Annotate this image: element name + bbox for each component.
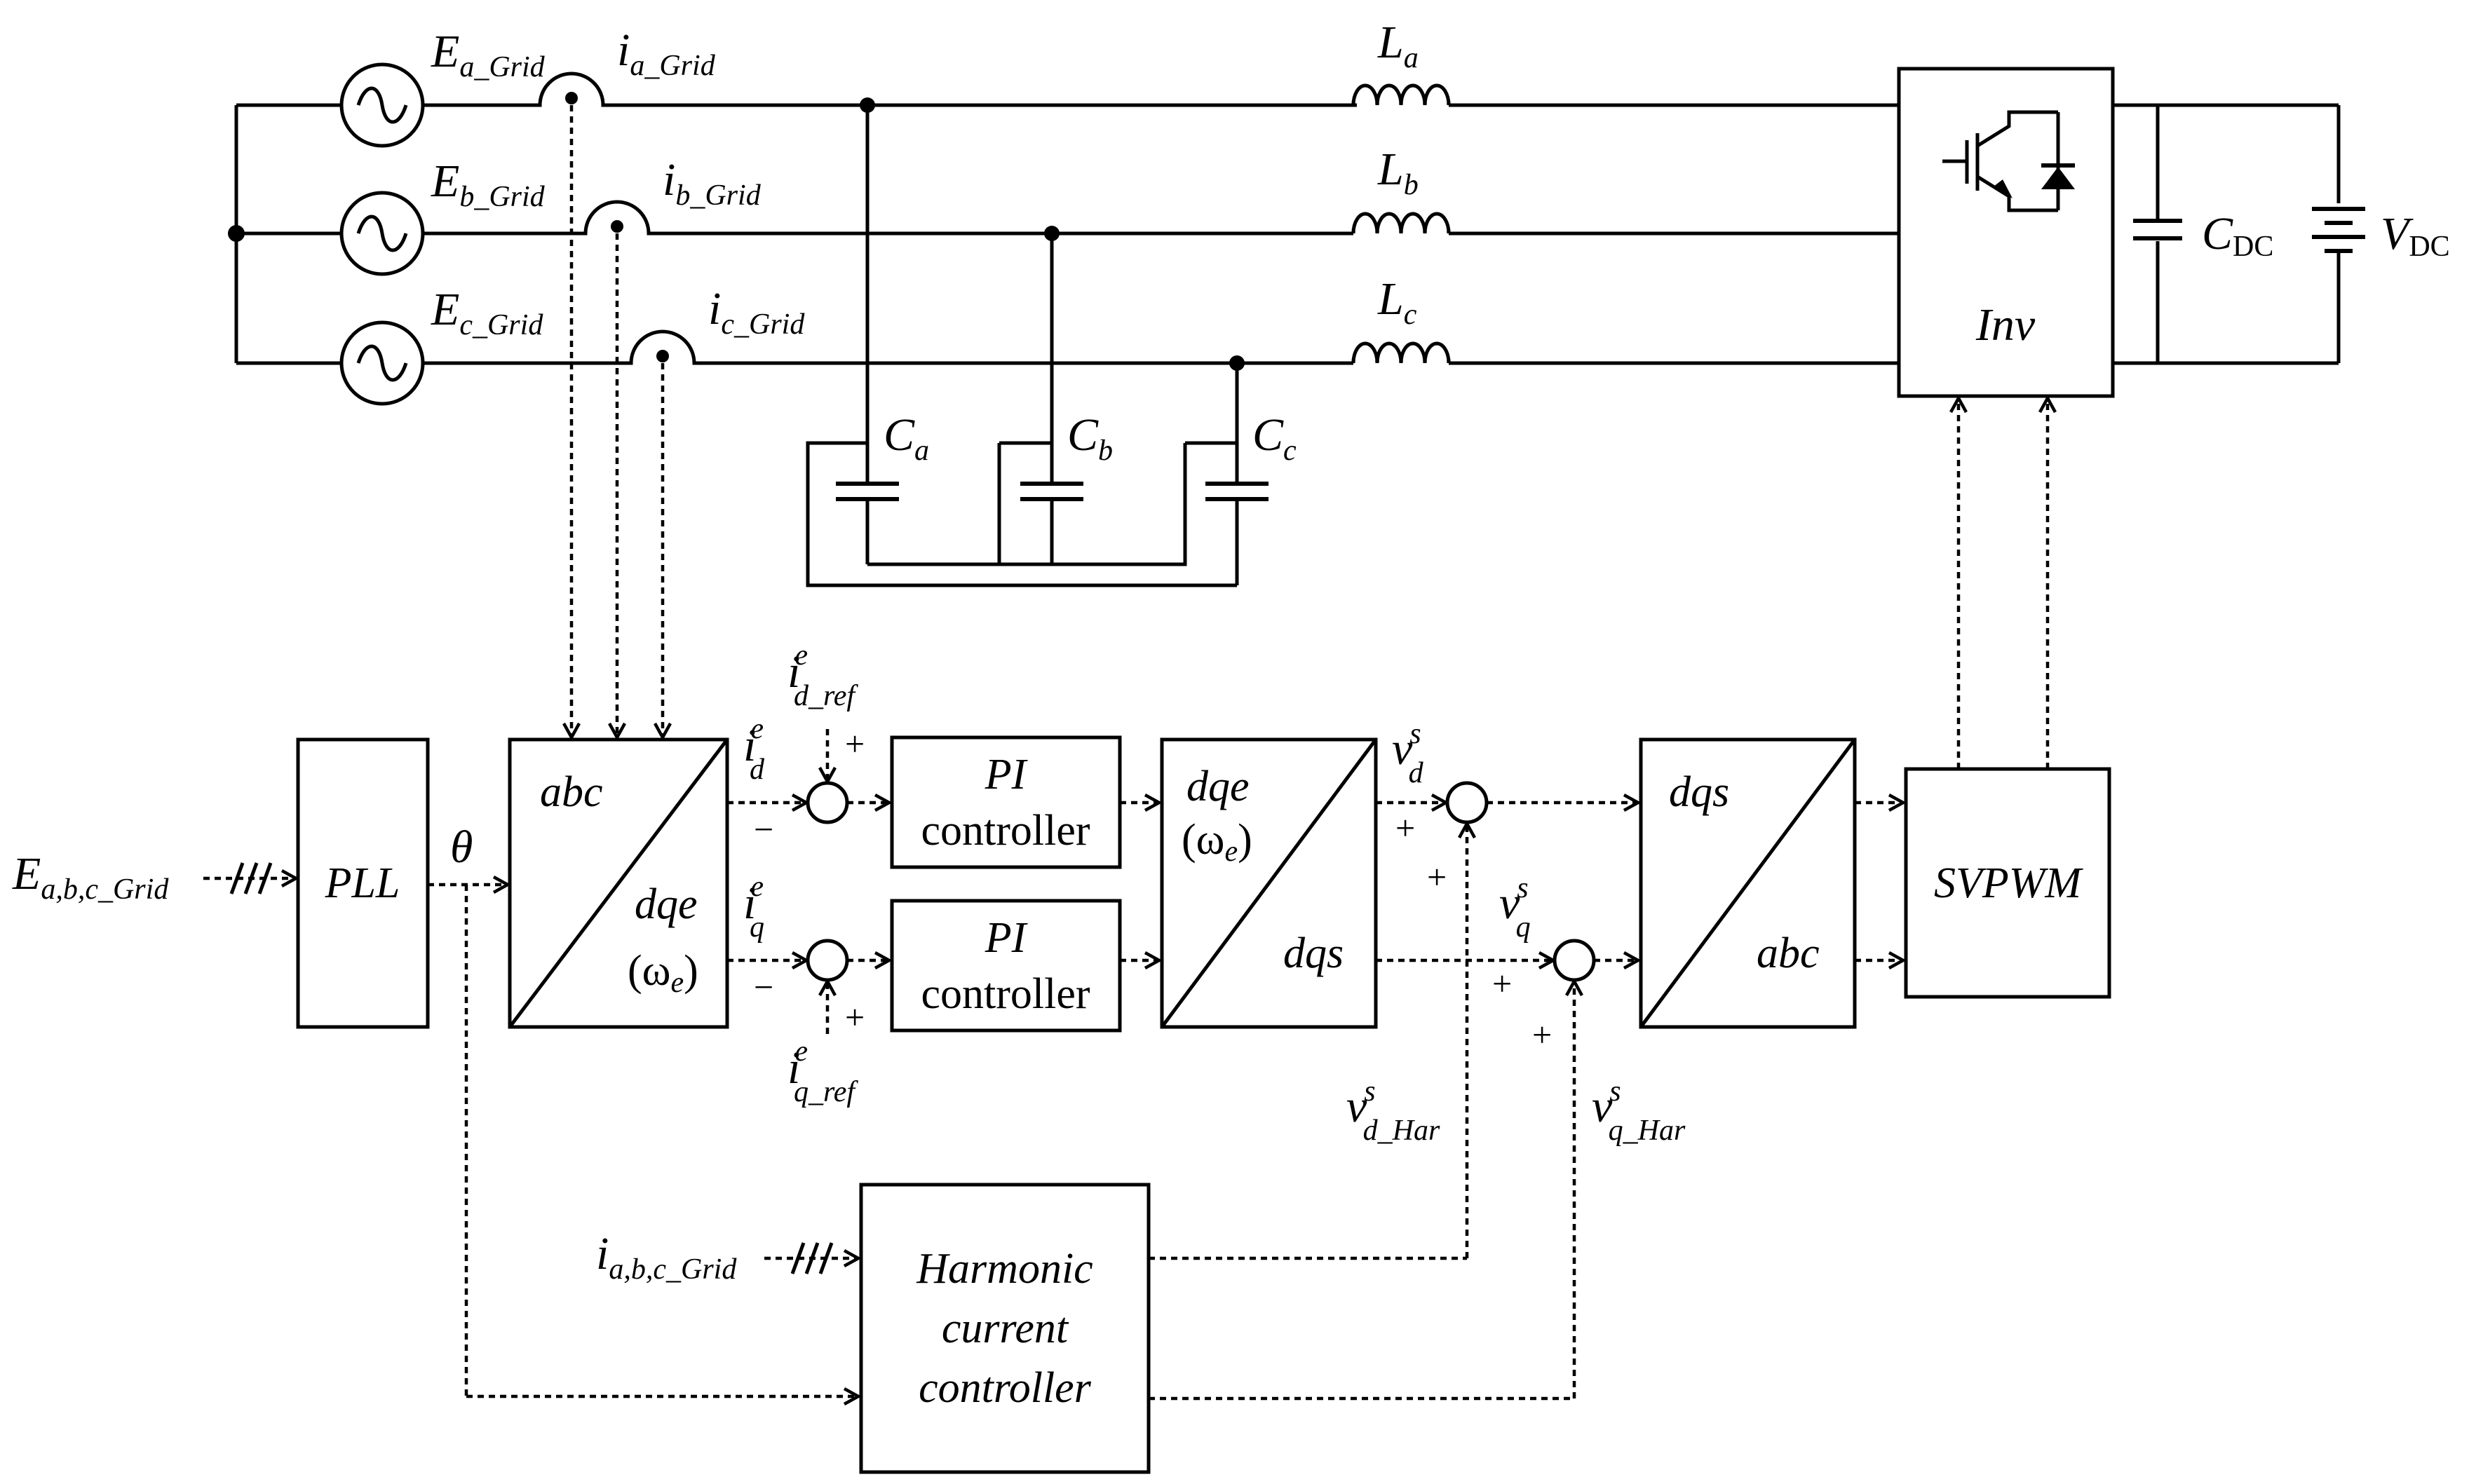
pi-controller-d-block: [890, 735, 1122, 869]
inductor-a-label: La: [1377, 17, 1419, 74]
labels: Ea_Grid Eb_Grid Ec_Grid ia_Grid ib_Grid …: [12, 17, 2450, 1412]
current-a-label: ia_Grid: [617, 25, 716, 82]
source-c-label: Ec_Grid: [431, 284, 543, 341]
pi-q-label-1: PI: [985, 914, 1029, 962]
minus-sign: −: [754, 810, 773, 849]
harmonic-label-3: controller: [919, 1364, 1092, 1412]
plus-sign: +: [1492, 964, 1512, 1003]
abc-label: abc: [540, 768, 603, 816]
control-stage: [203, 105, 2111, 1474]
power-stage: [228, 62, 2367, 587]
minus-sign: −: [754, 967, 773, 1007]
dqs-abc-top-label: dqs: [1669, 768, 1729, 816]
dc-cap-label: CDC: [2202, 208, 2273, 263]
grid-voltage-input-label: Ea,b,c_Grid: [12, 848, 169, 906]
inductor-b-label: Lb: [1377, 144, 1419, 201]
sum-q-voltage: [1553, 939, 1596, 982]
pi-controller-q-block: [890, 899, 1122, 1033]
inverter-label: Inv: [1975, 299, 2036, 350]
dqs-abc-bottom-label: abc: [1757, 930, 1820, 977]
plus-sign: +: [1427, 857, 1447, 897]
pi-q-label-2: controller: [921, 970, 1090, 1018]
source-a-label: Ea_Grid: [431, 26, 546, 83]
sum-d-current: [806, 781, 849, 824]
inverter-block: [1897, 67, 2115, 398]
capacitor-c-label: Cc: [1252, 409, 1297, 467]
plus-sign: +: [1532, 1015, 1552, 1054]
pi-d-label-1: PI: [985, 751, 1029, 798]
plus-sign: +: [1395, 808, 1415, 847]
pi-d-label-2: controller: [921, 807, 1090, 855]
svpwm-label: SVPWM: [1934, 859, 2083, 907]
dqe-dqs-bottom-label: dqs: [1283, 930, 1344, 977]
harmonic-label-1: Harmonic: [916, 1245, 1093, 1293]
sum-d-voltage: [1445, 781, 1489, 824]
source-b-label: Eb_Grid: [431, 156, 546, 213]
harmonic-label-2: current: [942, 1305, 1069, 1352]
inductor-c-label: Lc: [1377, 273, 1417, 331]
pll-label: PLL: [325, 859, 400, 907]
igbt-icon: [1942, 110, 2075, 212]
dqe-label: dqe: [635, 880, 698, 928]
current-c-label: ic_Grid: [708, 283, 805, 341]
capacitor-b-label: Cb: [1067, 409, 1113, 467]
dqe-dqs-top-label: dqe: [1186, 763, 1250, 810]
plus-sign: +: [845, 998, 865, 1037]
filter-capacitors: [806, 97, 1269, 587]
omega-e-label: (ωe): [628, 947, 698, 999]
source-b-icon: [339, 191, 425, 276]
svpwm-block: [1904, 767, 2111, 999]
dc-voltage-label: VDC: [2381, 208, 2450, 263]
sum-q-current: [806, 939, 849, 982]
dc-capacitor-icon: [2132, 219, 2184, 241]
three-phase-hash-icon: [229, 862, 273, 894]
neutral-node: [228, 225, 245, 242]
source-c-icon: [339, 320, 425, 406]
capacitor-a-label: Ca: [884, 409, 929, 467]
three-phase-hash-current-icon: [790, 1242, 834, 1274]
plus-sign: +: [845, 724, 865, 763]
source-a-icon: [339, 62, 425, 148]
grid-current-input-label: ia,b,c_Grid: [596, 1228, 737, 1286]
current-b-label: ib_Grid: [663, 154, 762, 212]
harmonic-controller-block: [859, 1183, 1151, 1474]
dc-battery-icon: [2311, 203, 2367, 253]
pll-block: [296, 737, 430, 1029]
theta-label: θ: [450, 822, 473, 873]
dqe-dqs-omega-label: (ωe): [1182, 816, 1252, 868]
